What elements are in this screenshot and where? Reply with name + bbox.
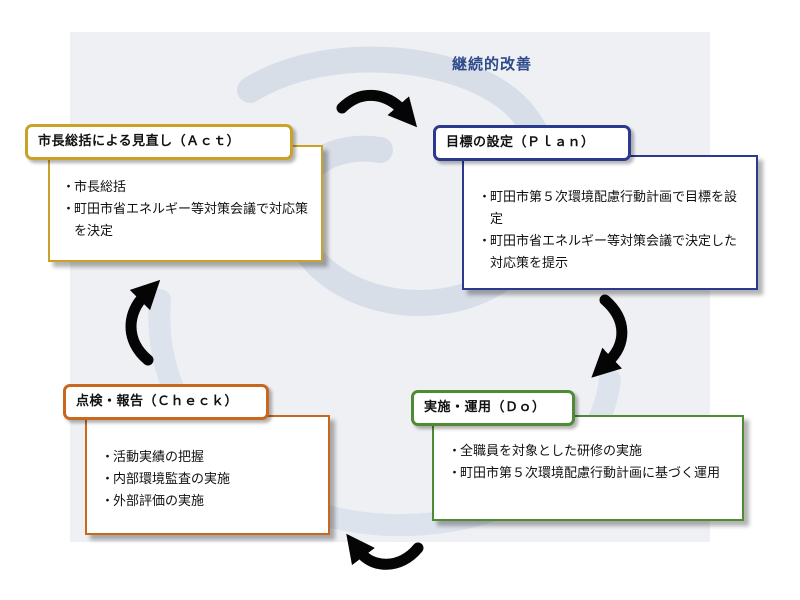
plan-box: 町田市第５次環境配慮行動計画で目標を設定 町田市省エネルギー等対策会議で決定した… xyxy=(462,155,758,290)
do-label: 実施・運用（Ｄｏ） xyxy=(411,390,575,426)
check-label: 点検・報告（Ｃｈｅｃｋ） xyxy=(63,384,269,420)
act-box: 市長総括 町田市省エネルギー等対策会議で対応策を決定 xyxy=(48,145,323,262)
arrow-act-to-plan-icon xyxy=(336,89,418,128)
arrow-plan-to-do-icon xyxy=(591,294,628,378)
arrow-do-to-check-icon xyxy=(346,533,424,570)
do-item-list: 全職員を対象とした研修の実施 町田市第５次環境配慮行動計画に基づく運用 xyxy=(448,441,734,485)
act-item-list: 市長総括 町田市省エネルギー等対策会議で対応策を決定 xyxy=(62,177,313,243)
check-item: 内部環境監査の実施 xyxy=(101,469,320,491)
arrow-check-to-act-icon xyxy=(125,279,161,366)
do-item: 町田市第５次環境配慮行動計画に基づく運用 xyxy=(448,463,734,485)
act-label: 市長総括による見直し（Ａｃｔ） xyxy=(25,124,293,160)
act-item: 市長総括 xyxy=(62,177,313,199)
plan-label: 目標の設定（Ｐｌａｎ） xyxy=(433,125,631,161)
check-item: 活動実績の把握 xyxy=(101,447,320,469)
check-item: 外部評価の実施 xyxy=(101,491,320,513)
plan-item: 町田市第５次環境配慮行動計画で目標を設定 xyxy=(478,187,748,231)
plan-item-list: 町田市第５次環境配慮行動計画で目標を設定 町田市省エネルギー等対策会議で決定した… xyxy=(478,187,748,275)
check-box: 活動実績の把握 内部環境監査の実施 外部評価の実施 xyxy=(85,415,330,535)
act-item: 町田市省エネルギー等対策会議で対応策を決定 xyxy=(62,199,313,243)
diagram-title: 継続的改善 xyxy=(452,55,533,73)
plan-item: 町田市省エネルギー等対策会議で決定した対応策を提示 xyxy=(478,231,748,275)
do-box: 全職員を対象とした研修の実施 町田市第５次環境配慮行動計画に基づく運用 xyxy=(432,415,744,521)
do-item: 全職員を対象とした研修の実施 xyxy=(448,441,734,463)
check-item-list: 活動実績の把握 内部環境監査の実施 外部評価の実施 xyxy=(101,447,320,513)
